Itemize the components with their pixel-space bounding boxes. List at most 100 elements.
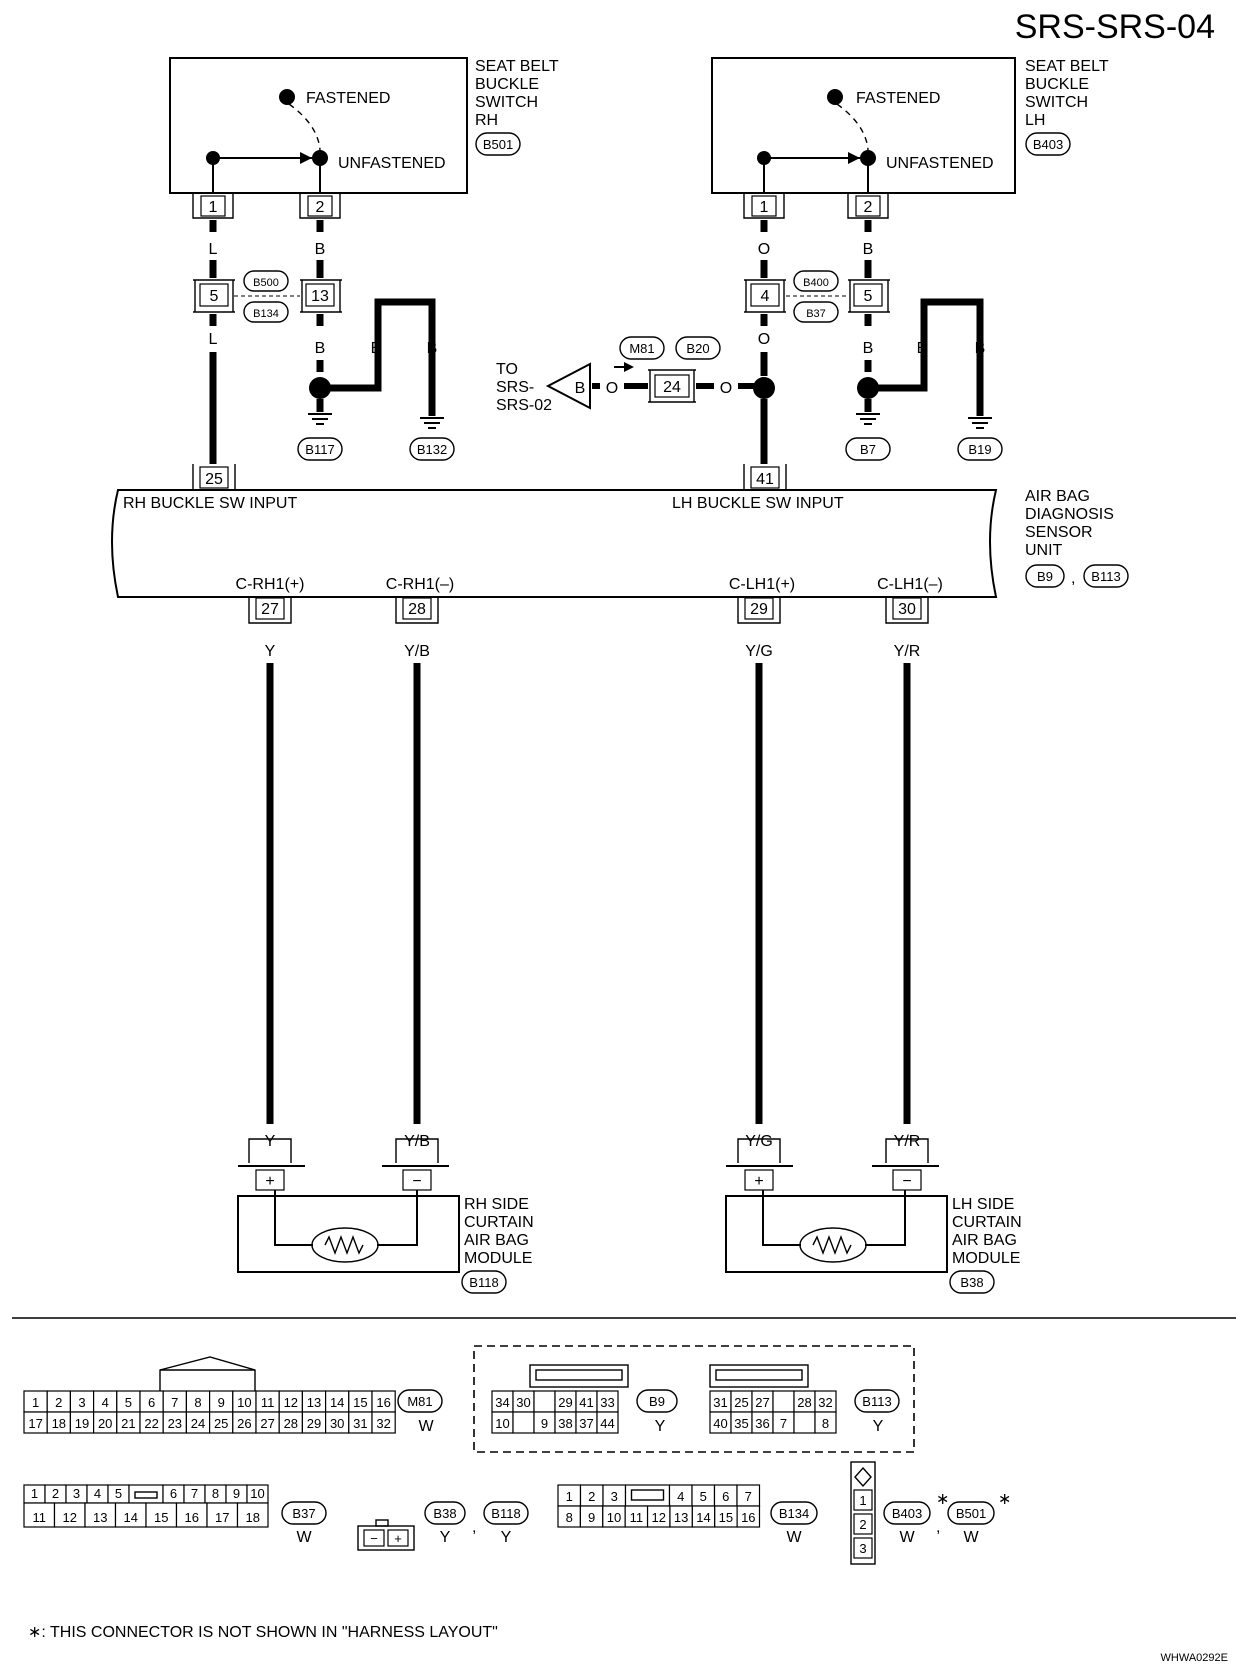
b37-pin: 10 (250, 1486, 264, 1501)
sensor-connector-2: B113 (1091, 569, 1120, 584)
wire-rh-lower-color-b: B (315, 340, 326, 357)
b9-color: Y (655, 1418, 666, 1435)
ground-lh-wire-color-1: B (917, 340, 928, 357)
m81-pin: 20 (98, 1416, 112, 1431)
b134-pin: 5 (700, 1489, 707, 1504)
b37-latch (128, 1484, 164, 1504)
curtain-rh-label-1: RH SIDE (464, 1196, 529, 1213)
b37-pin: 3 (73, 1486, 80, 1501)
wire-rh-color-l: L (209, 241, 218, 258)
m81-pin: 29 (307, 1416, 321, 1431)
switch-rh-body (169, 57, 468, 194)
ground-rh-2-id: B132 (417, 442, 447, 457)
sensor-input-pin-rh: 25 (205, 471, 223, 488)
b9-pin: 44 (600, 1416, 614, 1431)
seat-belt-buckle-switch-rh: FASTENED UNFASTENED SEAT BELT BUCKLE SWI… (169, 57, 559, 194)
b113-pin: 7 (780, 1416, 787, 1431)
m81-pin: 22 (144, 1416, 158, 1431)
b134-pin: 16 (741, 1510, 755, 1525)
b37-color: W (296, 1529, 312, 1546)
switch-rh-fastened-label: FASTENED (306, 90, 390, 107)
switch-lh-label-3: SWITCH (1025, 94, 1088, 111)
curtain-lh-connector: B38 (960, 1275, 983, 1290)
b37-pin: 6 (170, 1486, 177, 1501)
output-3-name: C-LH1(+) (729, 576, 795, 593)
b134-pin: 9 (588, 1510, 595, 1525)
b113-cell (793, 1411, 816, 1434)
joint-connector-rh: 5 13 B500 B134 (193, 270, 342, 323)
switch-rh-connector: B501 (483, 137, 513, 152)
b134-pin: 10 (607, 1510, 621, 1525)
switch-rh-arrow (300, 152, 312, 164)
b403-id: B403 (892, 1506, 922, 1521)
m81-pin: 6 (148, 1395, 155, 1410)
b37-pin: 5 (115, 1486, 122, 1501)
b113-pin: 40 (713, 1416, 727, 1431)
joint-lh-pin-b: 5 (864, 288, 873, 305)
m81-pin: 1 (32, 1395, 39, 1410)
b134-pin: 14 (696, 1510, 710, 1525)
b9-pin: 34 (495, 1395, 509, 1410)
b134-pin: 4 (677, 1489, 684, 1504)
seat-belt-buckle-switch-lh: FASTENED UNFASTENED SEAT BELT BUCKLE SWI… (711, 57, 1109, 194)
switch-lh-label-1: SEAT BELT (1025, 58, 1109, 75)
b9-id: B9 (649, 1394, 665, 1409)
branch-to-label-2: SRS- (496, 379, 534, 396)
b134-pin: 8 (566, 1510, 573, 1525)
curtain-lh-minus: − (902, 1173, 911, 1190)
b113-pin: 28 (797, 1395, 811, 1410)
m81-pin: 8 (194, 1395, 201, 1410)
b37-pin: 1 (31, 1486, 38, 1501)
m81-pin: 3 (78, 1395, 85, 1410)
joint-lh-pin-o: 4 (761, 288, 770, 305)
ground-rh-wire-color-2: B (427, 340, 438, 357)
b37-pin: 17 (215, 1510, 229, 1525)
wire-rh-color-b: B (315, 241, 326, 258)
joint-rh-connector-1: B500 (253, 277, 279, 289)
output-4-color: Y/R (894, 643, 921, 660)
image-id: WHWA0292E (1161, 1652, 1228, 1664)
joint-connector-lh: 4 5 B400 B37 (744, 270, 890, 323)
sensor-input-pin-lh: 41 (756, 471, 774, 488)
wire-lh-lower-color-b: B (863, 340, 874, 357)
m81-id: M81 (407, 1394, 432, 1409)
output-2-pin: 28 (408, 601, 426, 618)
b118-color: Y (501, 1529, 512, 1546)
b9-cell (596, 1411, 619, 1434)
curtain-rh-plus: + (265, 1173, 274, 1190)
switch-lh-fastened-label: FASTENED (856, 90, 940, 107)
sensor-label-1: AIR BAG (1025, 488, 1090, 505)
b37-pin: 4 (94, 1486, 101, 1501)
b134-id: B134 (779, 1506, 809, 1521)
b134-pin: 6 (722, 1489, 729, 1504)
air-bag-diagnosis-sensor-unit: 25 41 RH BUCKLE SW INPUT LH BUCKLE SW IN… (111, 464, 1129, 598)
b134-pin: 15 (719, 1510, 733, 1525)
b9-pin: 38 (558, 1416, 572, 1431)
b134-pin: 7 (745, 1489, 752, 1504)
output-3-color-lower: Y/G (745, 1133, 773, 1150)
m81-pin: 15 (353, 1395, 367, 1410)
b38-pin-minus: − (370, 1531, 378, 1546)
m81-pin: 4 (102, 1395, 109, 1410)
m81-pin: 25 (214, 1416, 228, 1431)
b134-pin: 11 (630, 1510, 644, 1525)
m81-pin: 9 (218, 1395, 225, 1410)
output-3-color: Y/G (745, 643, 773, 660)
branch-to-srs-srs-02: TO SRS- SRS-02 B O 24 O M81 B20 (496, 336, 756, 414)
branch-pin: 24 (663, 379, 681, 396)
ground-lh-wire-color-2: B (975, 340, 986, 357)
joint-rh-pin-l: 5 (210, 288, 219, 305)
b9-pin: 10 (495, 1416, 509, 1431)
m81-pin: 19 (75, 1416, 89, 1431)
m81-pin: 11 (261, 1395, 275, 1410)
sensor-input-rh-label: RH BUCKLE SW INPUT (123, 495, 297, 512)
m81-pin: 13 (307, 1395, 321, 1410)
b9-pin: 33 (600, 1395, 614, 1410)
b38-pin-plus: + (394, 1531, 402, 1546)
footnote: ∗: THIS CONNECTOR IS NOT SHOWN IN "HARNE… (28, 1624, 498, 1641)
